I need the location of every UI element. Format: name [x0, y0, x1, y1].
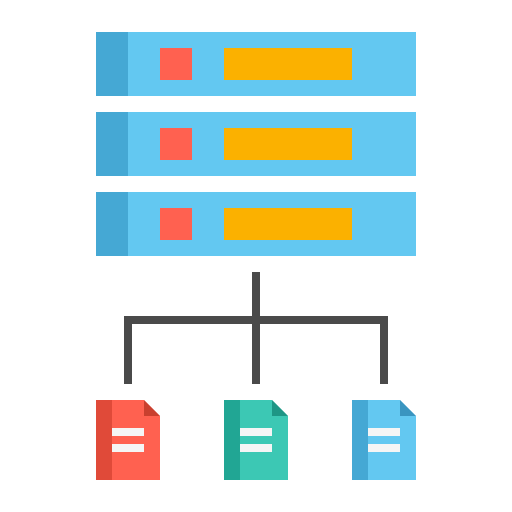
server-edge — [96, 112, 128, 176]
document-text-line — [112, 444, 144, 452]
server-edge — [96, 192, 128, 256]
document-text-line — [368, 428, 400, 436]
server-drive-bar — [224, 208, 352, 240]
server-unit-2 — [96, 112, 416, 176]
connector-lines — [124, 272, 388, 384]
document-edge — [224, 400, 240, 480]
server-unit-1 — [96, 32, 416, 96]
document-fold — [400, 400, 416, 416]
document-blue — [352, 400, 416, 480]
document-text-line — [240, 444, 272, 452]
server-stack — [96, 32, 416, 256]
document-text-line — [112, 428, 144, 436]
server-drive-bar — [224, 128, 352, 160]
document-row — [96, 400, 416, 480]
document-edge — [96, 400, 112, 480]
server-status-light — [160, 128, 192, 160]
server-status-light — [160, 208, 192, 240]
document-red — [96, 400, 160, 480]
server-unit-3 — [96, 192, 416, 256]
server-drive-bar — [224, 48, 352, 80]
document-fold — [272, 400, 288, 416]
server-status-light — [160, 48, 192, 80]
document-edge — [352, 400, 368, 480]
document-teal — [224, 400, 288, 480]
document-text-line — [368, 444, 400, 452]
document-fold — [144, 400, 160, 416]
document-text-line — [240, 428, 272, 436]
server-edge — [96, 32, 128, 96]
